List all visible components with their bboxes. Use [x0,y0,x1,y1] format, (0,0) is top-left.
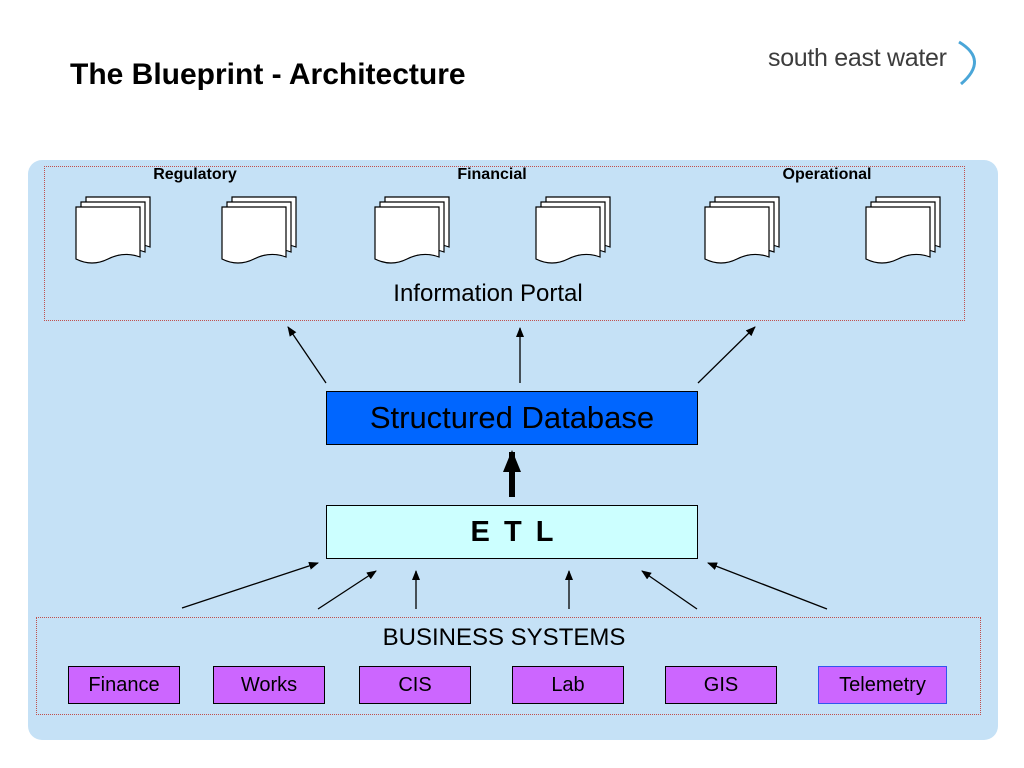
system-finance: Finance [68,666,180,704]
system-cis: CIS [359,666,471,704]
category-regulatory: Regulatory [153,166,237,183]
report-documents-icon [220,195,300,275]
category-financial: Financial [457,166,527,183]
business-systems-label: BUSINESS SYSTEMS [382,624,626,651]
system-works: Works [213,666,325,704]
arrow-db-to-operational [697,326,756,384]
page-title: The Blueprint - Architecture [70,58,466,91]
system-telemetry: Telemetry [818,666,947,704]
information-portal-label: Information Portal [393,280,583,307]
company-logo: south east water [768,44,947,72]
arrow-telemetry-to-etl [707,562,828,610]
information-portal-box [44,166,965,321]
arrow-db-to-regulatory [287,326,327,384]
report-documents-icon [534,195,614,275]
logo-swoosh-icon [958,40,976,86]
report-documents-icon [703,195,783,275]
system-lab: Lab [512,666,624,704]
report-documents-icon [373,195,453,275]
arrow-finance-to-etl [181,562,319,609]
system-gis: GIS [665,666,777,704]
arrow-works-to-etl [317,570,377,610]
structured-database-box: Structured Database [326,391,698,445]
report-documents-icon [74,195,154,275]
report-documents-icon [864,195,944,275]
arrow-gis-to-etl [641,570,698,610]
etl-box: E T L [326,505,698,559]
business-systems-box [36,617,981,715]
category-operational: Operational [782,166,872,183]
